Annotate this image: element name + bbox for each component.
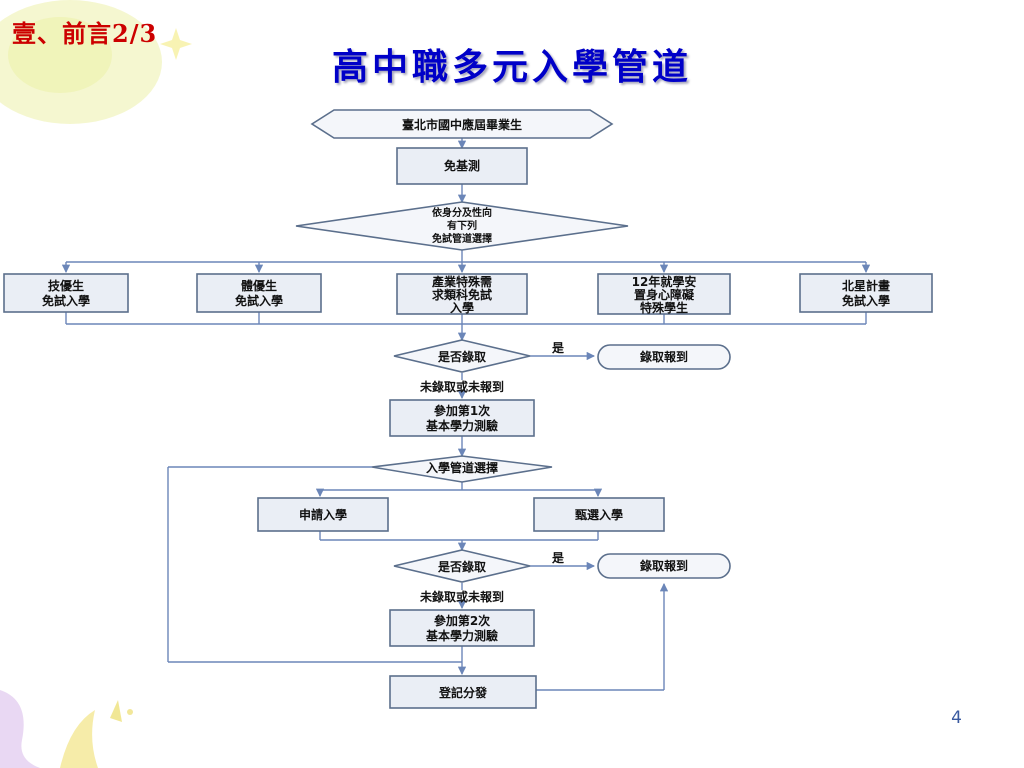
yes-label-2: 是 (551, 551, 565, 565)
pathway-line: 免試入學 (842, 293, 890, 308)
pathway-line: 免試入學 (235, 293, 283, 308)
pathway-sports-talent: 體優生 免試入學 (196, 273, 322, 313)
placement-text: 登記分發 (438, 685, 488, 700)
not-admitted-label-1: 未錄取或未報到 (419, 379, 504, 394)
second-test-line-1: 參加第2次 (434, 613, 490, 628)
enroll-node-2: 錄取報到 (597, 553, 731, 579)
enroll-node-2-text: 錄取報到 (640, 558, 688, 573)
yes-label-1: 是 (551, 341, 565, 355)
connectors (61, 138, 871, 691)
pathway-line: 體優生 (241, 278, 277, 293)
first-test-line-2: 基本學力測驗 (425, 418, 498, 433)
pathway-special-needs: 12年就學安 置身心障礙 特殊學生 (597, 273, 731, 315)
choice-decision-line-1: 依身分及性向 (432, 206, 492, 219)
start-node-text: 臺北市國中應屆畢業生 (402, 117, 522, 132)
pathway-line: 北星計畫 (842, 278, 890, 293)
admission-choice-decision: 入學管道選擇 (371, 455, 553, 483)
first-test-line-1: 參加第1次 (434, 403, 490, 418)
pathway-line: 免試入學 (42, 293, 90, 308)
enroll-node-1: 錄取報到 (597, 344, 731, 370)
second-test-box: 參加第2次 基本學力測驗 (389, 609, 535, 647)
select-admission-text: 甄選入學 (575, 507, 623, 522)
exempt-test-box: 免基測 (396, 147, 528, 185)
admitted-decision-2-text: 是否錄取 (437, 559, 486, 574)
second-test-line-2: 基本學力測驗 (425, 628, 498, 643)
pathway-line: 產業特殊需 (431, 274, 492, 289)
not-admitted-label-2: 未錄取或未報到 (419, 589, 504, 604)
section-label: 壹、前言2/3 (12, 19, 158, 48)
pathway-line: 12年就學安 (632, 274, 697, 289)
pathway-line: 求類科免試 (432, 287, 492, 302)
admission-choice-text: 入學管道選擇 (426, 460, 498, 475)
choice-decision: 依身分及性向 有下列 免試管道選擇 (295, 201, 629, 251)
pathway-technical-talent: 技優生 免試入學 (3, 273, 129, 313)
pathway-line: 入學 (450, 300, 474, 315)
apply-admission-box: 申請入學 (257, 497, 389, 532)
pathway-north-star: 北星計畫 免試入學 (799, 273, 933, 313)
placement-box: 登記分發 (389, 675, 537, 709)
page-number: 4 (951, 708, 962, 728)
choice-decision-line-2: 有下列 (447, 219, 477, 232)
slide-title: 高中職多元入學管道 (331, 46, 692, 88)
pathway-industry-special: 產業特殊需 求類科免試 入學 (396, 273, 528, 315)
apply-admission-text: 申請入學 (299, 507, 347, 522)
select-admission-box: 甄選入學 (533, 497, 665, 532)
admitted-decision-1-text: 是否錄取 (437, 349, 486, 364)
admitted-decision-2: 是否錄取 (393, 549, 531, 583)
exempt-test-text: 免基測 (444, 158, 480, 173)
pathway-line: 置身心障礙 (634, 287, 695, 302)
pathway-line: 技優生 (48, 278, 84, 293)
choice-decision-line-3: 免試管道選擇 (432, 232, 492, 245)
start-node: 臺北市國中應屆畢業生 (310, 109, 614, 139)
pathway-line: 特殊學生 (640, 300, 688, 315)
admitted-decision-1: 是否錄取 (393, 339, 531, 373)
enroll-node-1-text: 錄取報到 (640, 349, 688, 364)
first-test-box: 參加第1次 基本學力測驗 (389, 399, 535, 437)
